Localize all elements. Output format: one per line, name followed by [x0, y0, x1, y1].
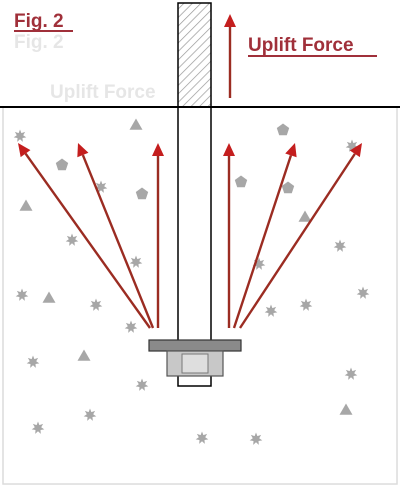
star-aggregate-icon	[31, 421, 45, 434]
star-aggregate-icon	[13, 129, 27, 142]
upward-arrow-icon	[152, 143, 164, 156]
triangle-aggregate-icon	[77, 349, 91, 361]
star-aggregate-icon	[89, 298, 103, 311]
star-aggregate-icon	[356, 286, 370, 299]
star-aggregate-icon	[15, 288, 29, 301]
uplift-force-label: Uplift Force	[248, 35, 354, 56]
star-aggregate-icon	[26, 355, 40, 368]
star-aggregate-icon	[333, 239, 347, 252]
upward-arrow-icon	[18, 143, 31, 158]
star-aggregate-icon	[129, 255, 143, 268]
star-aggregate-icon	[344, 367, 358, 380]
uplift-arrow-3	[152, 143, 164, 328]
star-aggregate-icon	[345, 139, 359, 152]
triangle-aggregate-icon	[42, 291, 56, 303]
triangle-aggregate-icon	[19, 199, 33, 211]
uplift-arrow-2-shaft	[81, 154, 155, 329]
washer-plate-icon	[148, 339, 242, 352]
star-aggregate-icon	[83, 408, 97, 421]
uplift-arrow-2	[77, 143, 155, 329]
triangle-aggregate-icon	[298, 210, 312, 222]
star-aggregate-icon	[124, 320, 138, 333]
uplift-arrow-1	[18, 143, 151, 329]
threaded-rod	[177, 2, 212, 108]
uplift-force-arrow	[224, 14, 236, 98]
upward-arrow-icon	[224, 14, 236, 27]
uplift-arrow-5-shaft	[232, 154, 293, 329]
star-aggregate-icon	[299, 298, 313, 311]
upward-arrow-icon	[349, 143, 362, 158]
uplift-arrow-4	[223, 143, 235, 328]
upward-arrow-icon	[223, 143, 235, 156]
uplift-arrow-1-shaft	[24, 152, 151, 329]
aggregate-particles	[13, 118, 370, 445]
triangle-aggregate-icon	[339, 403, 353, 415]
upward-arrow-icon	[77, 143, 89, 158]
uplift-arrows	[18, 14, 362, 329]
star-aggregate-icon	[94, 180, 108, 193]
uplift-arrow-6	[238, 143, 362, 329]
pentagon-aggregate-icon	[55, 158, 69, 171]
uplift-arrow-6-shaft	[238, 153, 356, 329]
uplift-arrow-5	[232, 143, 297, 329]
ghost-force-text: Uplift Force	[50, 82, 156, 103]
pentagon-aggregate-icon	[135, 187, 149, 200]
triangle-aggregate-icon	[129, 118, 143, 130]
nut-inner	[181, 353, 209, 374]
star-aggregate-icon	[195, 431, 209, 444]
star-aggregate-icon	[65, 233, 79, 246]
ghost-fig-text: Fig. 2	[14, 32, 64, 53]
pentagon-aggregate-icon	[276, 123, 290, 136]
star-aggregate-icon	[135, 378, 149, 391]
pentagon-aggregate-icon	[234, 175, 248, 188]
star-aggregate-icon	[264, 304, 278, 317]
upward-arrow-icon	[285, 143, 297, 158]
star-aggregate-icon	[249, 432, 263, 445]
figure-label: Fig. 2	[14, 11, 64, 32]
pentagon-aggregate-icon	[281, 181, 295, 194]
